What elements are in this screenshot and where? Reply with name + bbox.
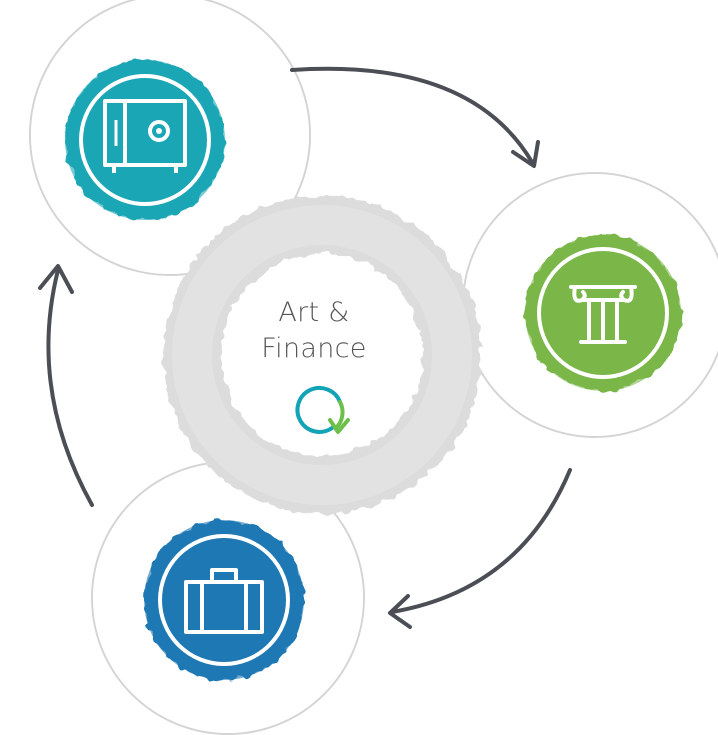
briefcase-icon bbox=[184, 568, 264, 634]
center-title: Art & Finance bbox=[214, 295, 414, 367]
refresh-cycle-icon bbox=[295, 385, 350, 434]
center-title-line1: Art & bbox=[278, 297, 350, 328]
center-ring bbox=[163, 196, 481, 514]
arrow-pillar-to-briefcase bbox=[390, 468, 572, 614]
node-briefcase[interactable] bbox=[144, 520, 304, 680]
arrow-briefcase-to-safe bbox=[46, 268, 94, 507]
safe-icon bbox=[103, 99, 187, 173]
arrow-head-safe bbox=[38, 264, 74, 294]
column-pillar-icon bbox=[569, 285, 637, 344]
node-pillar[interactable] bbox=[525, 235, 681, 391]
center-title-line2: Finance bbox=[261, 333, 367, 364]
arrow-head-briefcase bbox=[388, 594, 412, 629]
node-safe[interactable] bbox=[65, 60, 225, 220]
arrow-head-pillar bbox=[511, 140, 540, 168]
cycle-arrows bbox=[38, 66, 572, 629]
arrow-safe-to-pillar bbox=[290, 66, 534, 164]
